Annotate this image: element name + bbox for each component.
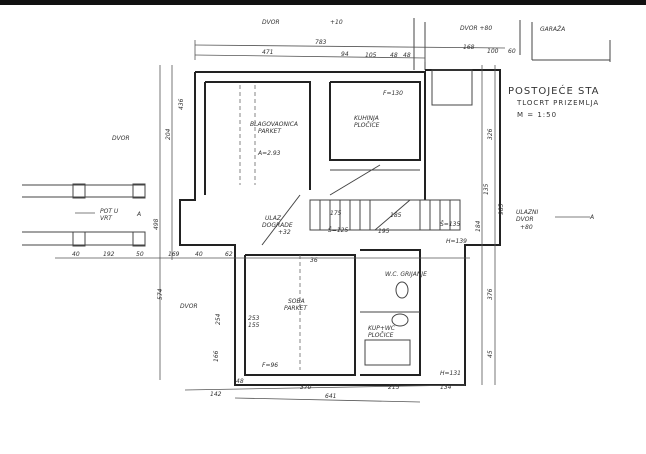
top-dimensions — [194, 40, 506, 62]
scan-top-edge — [0, 0, 646, 5]
garden-path — [22, 183, 470, 259]
room-kuhinja-floor: PLOČICE — [354, 122, 380, 129]
dim-192: 192 — [103, 251, 115, 258]
soba-dim-155: 155 — [248, 322, 260, 329]
soba-dim-253: 253 — [248, 315, 260, 322]
dim-stair-width-125: Š=125 — [328, 227, 348, 234]
label-dvor-top: DVOR — [262, 19, 280, 26]
dim-376: 376 — [487, 288, 494, 300]
dim-stair-175: 175 — [330, 210, 342, 217]
drawing-scale: M = 1:50 — [517, 111, 557, 119]
dim-783: 783 — [315, 39, 327, 46]
room-blagovaonica-area: A=2.93 — [257, 150, 281, 157]
label-f130: F=130 — [383, 90, 403, 97]
dim-370: 370 — [300, 384, 312, 391]
drawing-subtitle: TLOCRT PRIZEMLJA — [516, 99, 599, 107]
dim-40: 40 — [72, 251, 80, 258]
room-kuhinja: KUHINJA — [354, 115, 379, 122]
dim-stair-195: 195 — [378, 228, 390, 235]
dim-169: 169 — [168, 251, 180, 258]
dim-105: 105 — [365, 52, 377, 59]
section-mark-left: A — [136, 211, 141, 218]
room-blagovaonica-floor: PARKET — [258, 128, 282, 135]
dim-204: 204 — [165, 128, 172, 140]
side-dimensions — [159, 65, 590, 403]
dim-254: 254 — [215, 313, 222, 325]
dim-215: 215 — [388, 384, 400, 391]
dim-94: 94 — [341, 51, 349, 58]
label-dograde: DOGRADE — [262, 222, 293, 229]
dim-100: 100 — [487, 48, 499, 55]
room-blagovaonica: BLAGOVAONICA — [250, 121, 298, 128]
room-soba-floor: PARKET — [284, 305, 308, 312]
dim-135: 135 — [483, 183, 490, 195]
dim-166: 166 — [213, 350, 220, 362]
label-ulazni-level: +80 — [520, 224, 533, 231]
dim-50: 50 — [136, 251, 144, 258]
dim-184: 184 — [475, 220, 482, 232]
label-f96: F=96 — [262, 362, 278, 369]
dim-985: 985 — [498, 203, 505, 215]
label-dvor-top-level: +10 — [330, 19, 343, 26]
label-ulaz-level: +32 — [278, 229, 291, 236]
dim-574: 574 — [157, 288, 164, 300]
dim-641: 641 — [325, 393, 336, 400]
label-dvor-top-right: DVOR +80 — [460, 25, 492, 32]
dim-498: 498 — [153, 218, 160, 230]
dim-62: 62 — [225, 251, 233, 258]
dim-40b: 40 — [195, 251, 203, 258]
dim-168: 168 — [463, 44, 475, 51]
room-soba: SOBA — [288, 298, 305, 305]
staircase — [261, 69, 473, 246]
dim-471: 471 — [262, 49, 273, 56]
room-wc: W.C. GRIJANJE — [385, 271, 427, 278]
dim-48a: 48 — [390, 52, 398, 59]
dim-36: 36 — [310, 257, 318, 264]
site-lines — [413, 18, 611, 70]
dim-48b: 48 — [403, 52, 411, 59]
label-h131: H=131 — [440, 370, 461, 377]
label-ulazni-dvor: DVOR — [516, 216, 534, 223]
label-garaza: GARAŽA — [540, 25, 565, 33]
room-kupaonica-floor: PLOČICE — [368, 332, 394, 339]
dim-134: 134 — [440, 384, 452, 391]
dim-60: 60 — [508, 48, 516, 55]
building-walls — [179, 69, 501, 386]
dim-45: 45 — [487, 350, 494, 358]
section-mark-right: A — [589, 214, 594, 221]
dim-326: 326 — [487, 128, 494, 140]
label-ulaz: ULAZ — [265, 215, 282, 222]
dim-48-bottom: 48 — [236, 378, 244, 385]
label-pot-u-vrt: POT U — [100, 208, 119, 215]
dim-142: 142 — [210, 391, 222, 398]
label-h139: H=139 — [446, 238, 467, 245]
dim-stair-width-135: Š=135 — [440, 221, 460, 228]
label-vrt: VRT — [100, 215, 113, 222]
label-ulazni: ULAZNI — [516, 209, 538, 216]
dim-436: 436 — [178, 98, 185, 110]
label-dvor-bottom: DVOR — [180, 303, 198, 310]
label-dvor-left: DVOR — [112, 135, 130, 142]
dim-stair-185: 185 — [390, 212, 402, 219]
drawing-title: POSTOJEĆE STA — [508, 84, 600, 97]
room-kupaonica: KUP+WC — [368, 325, 396, 332]
